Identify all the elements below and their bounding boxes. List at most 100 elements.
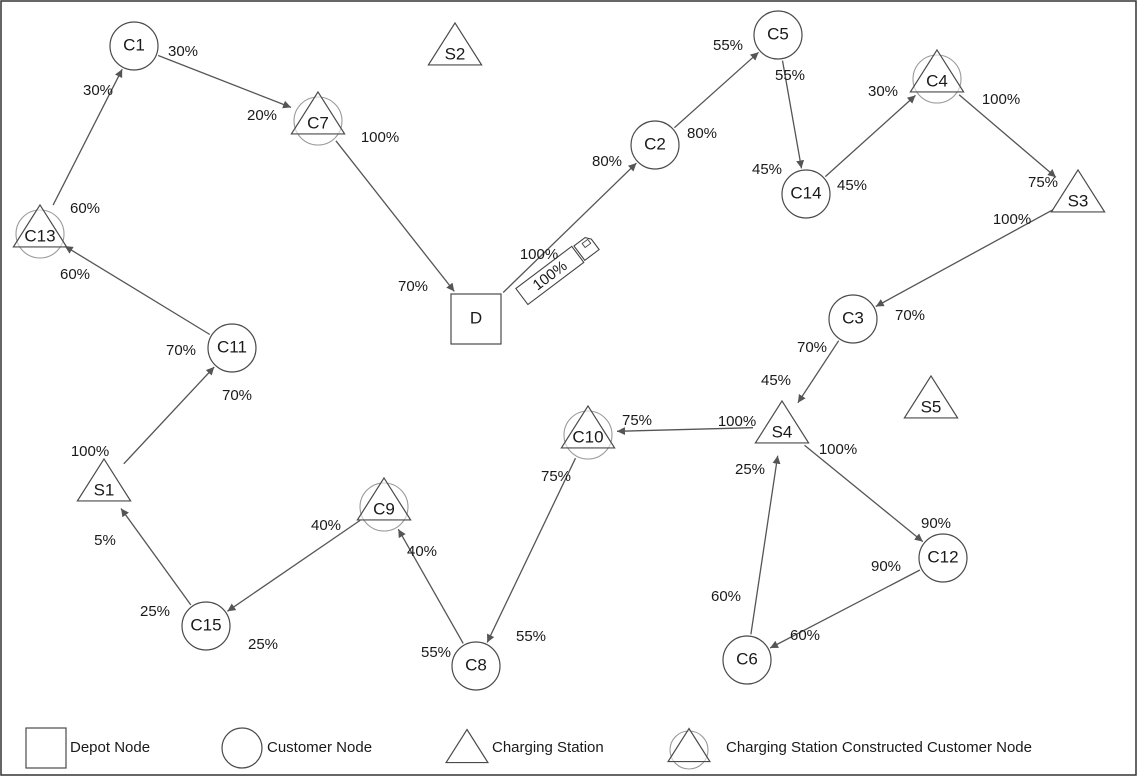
legend-item-depot: Depot Node bbox=[25, 727, 150, 769]
edge-c3-s4 bbox=[797, 340, 840, 404]
edge-s1-c11 bbox=[123, 366, 215, 465]
edge-d-c2 bbox=[502, 162, 637, 293]
nodes-layer: DC1C2C3C4C5C6C7C8C9C10C11C12C13C14C15S1S… bbox=[12, 10, 1106, 691]
legend: Depot Node Customer Node Charging Station C… bbox=[25, 727, 1032, 770]
edge-c2-c5 bbox=[673, 51, 760, 129]
truck-icon: 100% bbox=[515, 236, 600, 306]
node-label: S4 bbox=[772, 422, 793, 441]
node-c7: C7 bbox=[290, 90, 346, 146]
arrive-charge-label: 75% bbox=[1028, 174, 1058, 191]
legend-label: Depot Node bbox=[70, 739, 150, 756]
arrive-charge-label: 55% bbox=[713, 37, 743, 54]
node-c14: C14 bbox=[781, 169, 831, 219]
legend-label: Customer Node bbox=[267, 739, 372, 756]
arrive-charge-label: 45% bbox=[761, 372, 791, 389]
depart-charge-label: 100% bbox=[520, 246, 558, 263]
node-s1: S1 bbox=[76, 457, 132, 502]
depart-charge-label: 55% bbox=[775, 67, 805, 84]
node-label: D bbox=[470, 308, 482, 327]
legend-label: Charging Station Constructed Customer No… bbox=[726, 739, 1032, 756]
truck-body bbox=[515, 245, 585, 306]
station-triangle bbox=[12, 203, 68, 248]
depart-charge-label: 70% bbox=[797, 339, 827, 356]
station-triangle bbox=[903, 374, 959, 419]
truck-cab bbox=[573, 236, 600, 262]
edge-c14-c4 bbox=[824, 94, 916, 178]
legend-item-station: Charging Station bbox=[445, 728, 604, 764]
edge-c11-c13 bbox=[64, 245, 211, 336]
node-label: C1 bbox=[123, 35, 145, 54]
node-label: C3 bbox=[842, 308, 864, 327]
depart-charge-label: 25% bbox=[140, 603, 170, 620]
edge-labels-layer: 100% 80% 80% 55% 55% 45% 45% 30% 100% 75% 100% 70% 7… bbox=[60, 37, 1058, 661]
customer-circle bbox=[722, 635, 772, 685]
customer-circle bbox=[181, 601, 231, 651]
node-label: C4 bbox=[926, 71, 948, 90]
arrive-charge-label: 70% bbox=[398, 278, 428, 295]
arrive-charge-label: 75% bbox=[622, 412, 652, 429]
node-c2: C2 bbox=[630, 120, 680, 170]
arrive-charge-label: 40% bbox=[407, 543, 437, 560]
node-c6: C6 bbox=[722, 635, 772, 685]
edge-c4-s3 bbox=[958, 94, 1057, 178]
customer-circle bbox=[630, 120, 680, 170]
arrive-charge-label: 30% bbox=[83, 82, 113, 99]
node-label: S5 bbox=[921, 397, 942, 416]
depart-charge-label: 30% bbox=[168, 43, 198, 60]
depart-charge-label: 60% bbox=[70, 200, 100, 217]
edge-c9-c15 bbox=[227, 519, 361, 612]
node-label: C6 bbox=[736, 649, 758, 668]
station-triangle bbox=[290, 90, 346, 135]
node-c15: C15 bbox=[181, 601, 231, 651]
depart-charge-label: 70% bbox=[166, 342, 196, 359]
arrive-charge-label: 90% bbox=[921, 515, 951, 532]
node-s2: S2 bbox=[427, 21, 483, 66]
depart-charge-label: 80% bbox=[687, 125, 717, 142]
arrive-charge-label: 80% bbox=[592, 153, 622, 170]
depart-charge-label: 45% bbox=[837, 177, 867, 194]
arrive-charge-label: 70% bbox=[222, 387, 252, 404]
edge-c6-s4 bbox=[750, 455, 781, 635]
arrive-charge-label: 5% bbox=[94, 532, 116, 549]
legend-station-triangle bbox=[667, 727, 711, 763]
arrive-charge-label: 55% bbox=[516, 628, 546, 645]
legend-station-triangle bbox=[445, 728, 489, 764]
arrive-charge-label: 70% bbox=[895, 307, 925, 324]
customer-circle bbox=[828, 294, 878, 344]
depart-charge-label: 100% bbox=[361, 129, 399, 146]
arrive-charge-label: 60% bbox=[60, 266, 90, 283]
node-c3: C3 bbox=[828, 294, 878, 344]
node-label: C14 bbox=[790, 183, 821, 202]
node-c11: C11 bbox=[207, 323, 257, 373]
arrive-charge-label: 30% bbox=[868, 83, 898, 100]
depart-charge-label: 55% bbox=[421, 644, 451, 661]
station-triangle bbox=[76, 457, 132, 502]
depart-charge-label: 100% bbox=[71, 443, 109, 460]
node-label: S1 bbox=[94, 480, 115, 499]
customer-circle bbox=[109, 21, 159, 71]
edge-c15-s1 bbox=[120, 508, 192, 606]
node-label: C5 bbox=[767, 24, 789, 43]
depot-square bbox=[450, 293, 502, 345]
legend-depot-square bbox=[25, 727, 67, 769]
node-c4: C4 bbox=[909, 48, 965, 104]
edge-s4-c10 bbox=[616, 427, 754, 436]
legend-item-customer: Customer Node bbox=[221, 727, 372, 769]
depart-charge-label: 100% bbox=[993, 211, 1031, 228]
vehicle-layer: 100% bbox=[515, 236, 600, 306]
customer-circle bbox=[918, 533, 968, 583]
node-c13: C13 bbox=[12, 203, 68, 259]
customer-circle bbox=[207, 323, 257, 373]
node-label: C8 bbox=[465, 655, 487, 674]
edges-layer bbox=[52, 51, 1057, 649]
depart-charge-label: 100% bbox=[718, 413, 756, 430]
node-label: C10 bbox=[572, 427, 603, 446]
customer-circle bbox=[753, 10, 803, 60]
depart-charge-label: 100% bbox=[819, 441, 857, 458]
edge-s3-c3 bbox=[875, 209, 1053, 308]
station-triangle bbox=[560, 404, 616, 449]
station-triangle bbox=[754, 399, 810, 444]
arrive-charge-label: 45% bbox=[752, 161, 782, 178]
